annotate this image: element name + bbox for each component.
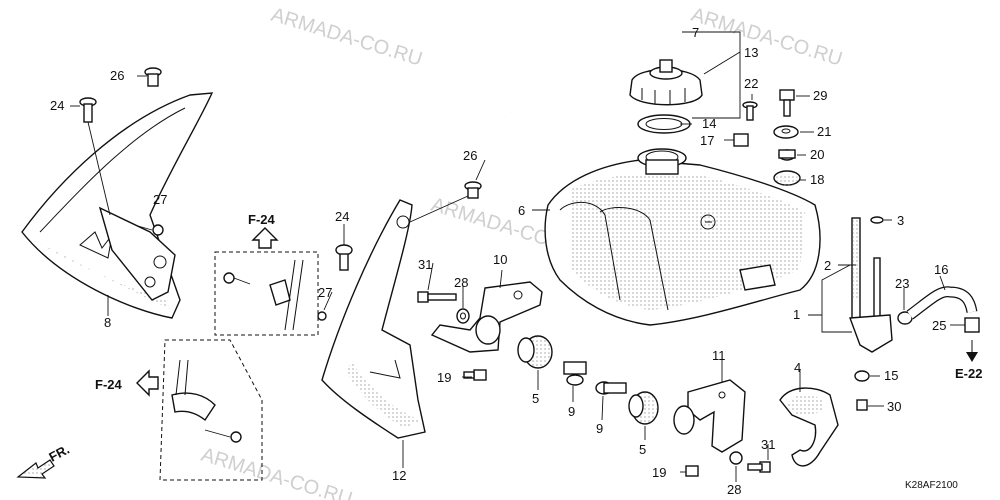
- callout-31-bottom: 31: [761, 437, 775, 452]
- leader-lines: [70, 31, 965, 482]
- callout-10: 10: [493, 252, 507, 267]
- diagram-code: K28AF2100: [905, 480, 958, 491]
- band-4: [779, 387, 839, 467]
- callout-26-right: 26: [463, 148, 477, 163]
- shroud-bracket: [98, 206, 176, 301]
- callout-4: 4: [794, 360, 801, 375]
- clip-23: [897, 311, 913, 325]
- callout-7: 7: [692, 25, 699, 40]
- callout-5-right: 5: [639, 442, 646, 457]
- callout-14: 14: [702, 116, 716, 131]
- callout-3: 3: [897, 213, 904, 228]
- callout-6: 6: [518, 203, 525, 218]
- callout-27-left: 27: [153, 192, 167, 207]
- callout-23: 23: [895, 276, 909, 291]
- bolt-30: [856, 399, 868, 411]
- nut-15: [854, 370, 870, 382]
- callout-5-left: 5: [532, 391, 539, 406]
- callout-18: 18: [810, 172, 824, 187]
- rubber-18: [773, 170, 801, 186]
- callout-11: 11: [712, 348, 726, 363]
- bolt-24-left: [79, 97, 111, 216]
- callout-22: 22: [744, 76, 758, 91]
- callout-19-bottom: 19: [652, 465, 666, 480]
- washer-28-left: [456, 308, 470, 324]
- bolt-19-bottom: [685, 465, 699, 477]
- fuel-cap-13: [629, 59, 703, 106]
- callout-30: 30: [887, 399, 901, 414]
- right-shroud-part: [321, 199, 426, 439]
- callout-28-bottom: 28: [727, 482, 741, 497]
- collar-9-left: [563, 361, 587, 386]
- callout-29: 29: [813, 88, 827, 103]
- ref-f24-left: F-24: [95, 377, 123, 392]
- bolt-26-left: [144, 67, 162, 87]
- callout-8: 8: [104, 315, 111, 330]
- e22-arrow-icon: [966, 340, 978, 362]
- bolt-24-right: [335, 244, 353, 271]
- callout-25: 25: [932, 318, 946, 333]
- callout-17: 17: [700, 133, 714, 148]
- oring-3: [870, 216, 884, 224]
- watermark: ARMADA-CO.RU: [199, 444, 355, 500]
- watermark: ARMADA-CO.RU: [689, 4, 845, 71]
- ref-e22: E-22: [955, 366, 982, 381]
- fuel-tank-6: [544, 148, 821, 326]
- outline-arrow-icon: [136, 369, 159, 397]
- callout-24-right: 24: [335, 209, 349, 224]
- callout-26-left: 26: [110, 68, 124, 83]
- rubber-5-right: [628, 391, 659, 425]
- callout-21: 21: [817, 124, 831, 139]
- screw-27-left: [137, 224, 164, 236]
- screw-27-right: [317, 311, 327, 321]
- left-shroud-part: [21, 92, 214, 319]
- front-direction-arrow-icon: [16, 459, 55, 479]
- bracket-10: [430, 281, 543, 353]
- bolt-22: [742, 101, 758, 121]
- washer-28-bottom: [729, 451, 743, 465]
- ref-f24-top: F-24: [248, 212, 276, 227]
- breather-hose-7: [508, 28, 668, 115]
- callout-24-left: 24: [50, 98, 64, 113]
- callout-2: 2: [824, 258, 831, 273]
- bolt-31-left: [417, 291, 457, 303]
- collar-17: [733, 133, 749, 147]
- callout-9-right: 9: [596, 421, 603, 436]
- clip-25: [964, 317, 980, 333]
- washer-21: [773, 125, 799, 139]
- bolt-31-bottom: [747, 461, 771, 473]
- bracket-11: [673, 379, 746, 453]
- callout-15: 15: [884, 368, 898, 383]
- callout-20: 20: [810, 147, 824, 162]
- collar-20: [778, 149, 796, 161]
- outline-arrow-icon: [251, 227, 279, 249]
- callout-9-left: 9: [568, 404, 575, 419]
- callout-28-left: 28: [454, 275, 468, 290]
- callout-16: 16: [934, 262, 948, 277]
- bolt-19-left: [463, 369, 487, 381]
- fuel-tube-16: [906, 286, 978, 320]
- callout-19-left: 19: [437, 370, 451, 385]
- callout-12: 12: [392, 468, 406, 483]
- detail-box-middle: [214, 251, 319, 336]
- collar-9-right: [595, 381, 627, 395]
- callout-13: 13: [744, 45, 758, 60]
- rubber-5-left: [517, 335, 553, 369]
- watermark: ARMADA-CO.RU: [269, 4, 425, 71]
- fuel-valve-1: [849, 217, 893, 353]
- bolt-26-right: [409, 181, 482, 223]
- bolt-29: [779, 89, 795, 117]
- callout-27-right: 27: [318, 285, 332, 300]
- detail-box-lower-left: [159, 339, 263, 481]
- callout-31-left: 31: [418, 257, 432, 272]
- callout-1: 1: [793, 307, 800, 322]
